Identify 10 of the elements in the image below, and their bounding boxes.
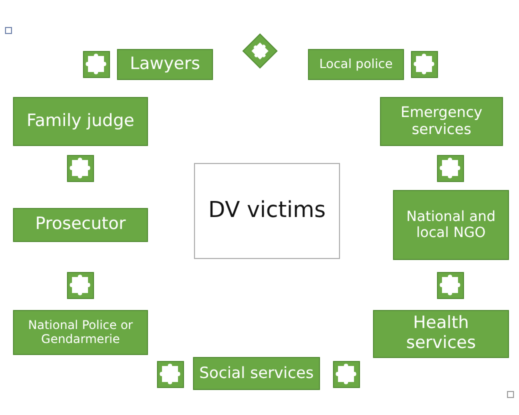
process-box: Lawyers	[117, 49, 213, 80]
center-box: DV victims	[194, 163, 340, 259]
process-box: Local police	[308, 49, 404, 80]
process-box: Health services	[373, 310, 509, 358]
process-box: Emergency services	[380, 97, 503, 146]
process-box: National Police or Gendarmerie	[13, 310, 148, 355]
process-box: National and local NGO	[393, 190, 509, 260]
process-box: Family judge	[13, 97, 148, 146]
process-box: Social services	[193, 357, 320, 390]
process-box: Prosecutor	[13, 208, 148, 242]
